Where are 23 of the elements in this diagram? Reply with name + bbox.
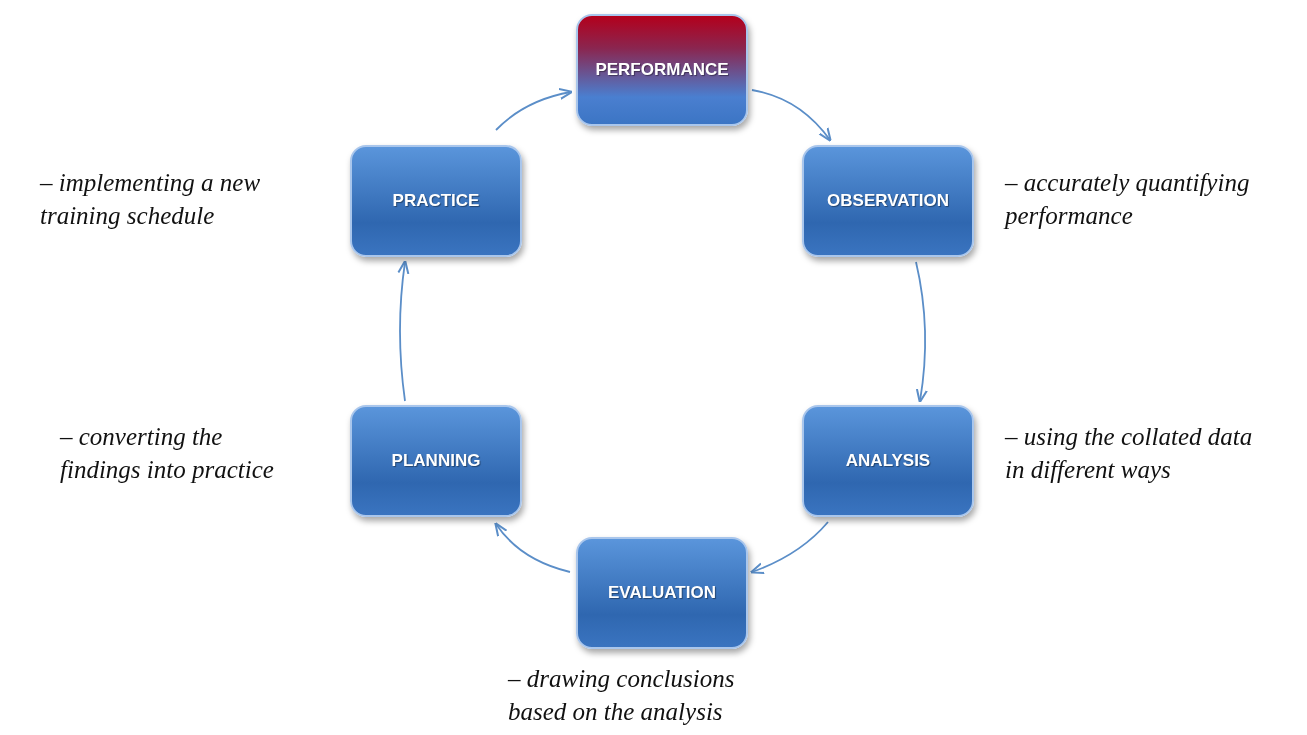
step-description: – accurately quantifying performance [1005, 168, 1251, 231]
step-label: EVALUATION [608, 583, 716, 603]
arrow [495, 88, 574, 131]
step-label: PRACTICE [392, 191, 480, 211]
step-description: – drawing conclusions based on the analysis [508, 664, 736, 727]
step-description: – converting the findings into practice [60, 422, 275, 485]
process-box [802, 145, 974, 257]
step-label: PLANNING [391, 451, 481, 471]
arrow [915, 261, 928, 404]
step-description: – using the collated data in different ways [1005, 422, 1254, 485]
arrow [751, 89, 832, 142]
step-label: OBSERVATION [827, 191, 949, 211]
process-box [576, 537, 748, 649]
arrow [494, 521, 571, 573]
step-label: ANALYSIS [845, 451, 931, 471]
arrow [749, 521, 829, 574]
process-box [802, 405, 974, 517]
process-box [576, 14, 748, 126]
arrow [397, 259, 410, 402]
process-box [350, 145, 522, 257]
process-box [350, 405, 522, 517]
step-description: – implementing a new training schedule [40, 168, 262, 231]
step-label: PERFORMANCE [595, 60, 729, 80]
